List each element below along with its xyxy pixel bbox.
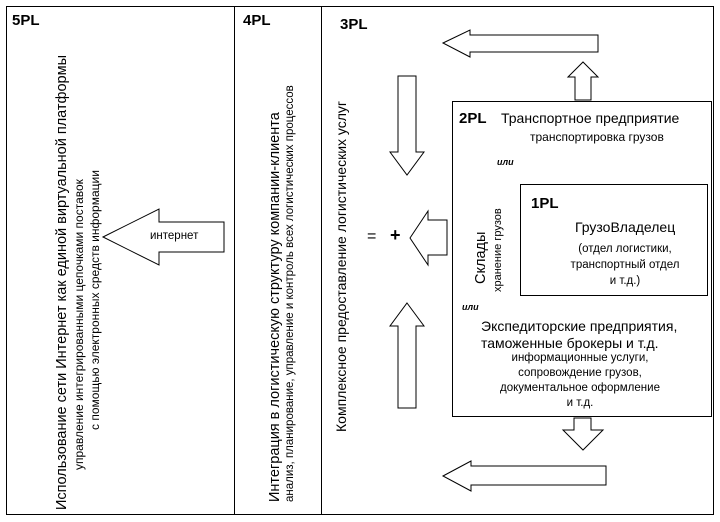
1pl-details: (отдел логистики, транспортный отдел и т… [560, 241, 690, 289]
equals-sign: = [367, 228, 377, 245]
service-line-3: документальное оформление [500, 382, 660, 394]
label-2pl: 2PL [459, 110, 487, 127]
down-arrow-icon [389, 75, 425, 176]
label-1pl: 1PL [531, 195, 559, 212]
label-4pl: 4PL [243, 12, 271, 29]
2pl-title: Транспортное предприятие [501, 110, 680, 126]
service-line-2: сопровождение грузов, [518, 367, 642, 379]
internet-arrow-left-icon [101, 208, 225, 266]
box-2pl [452, 101, 712, 417]
warehouse-sub-text: хранение грузов [492, 208, 504, 292]
up-arrow-icon [389, 302, 425, 409]
or-label-1: или [497, 157, 514, 167]
left-arrow-to-plus-icon [409, 209, 448, 267]
1pl-detail-line-2: транспортный отдел [570, 259, 680, 271]
box-1pl [520, 184, 708, 296]
service-line-4: и т.д. [566, 397, 594, 409]
label-5pl: 5PL [12, 12, 40, 29]
services-list: информационные услуги, сопровождение гру… [490, 351, 670, 411]
plus-sign: + [390, 225, 401, 245]
up-arrow-top-icon [566, 61, 600, 101]
forwarders-line-1: Экспедиторские предприятия, [481, 318, 678, 334]
internet-label: интернет [150, 230, 199, 242]
down-arrow-bottom-icon [561, 417, 605, 451]
warehouse-text: Склады [473, 231, 489, 284]
forwarders-line-2: таможенные брокеры и т.д. [481, 335, 659, 351]
1pl-detail-line-1: (отдел логистики, [578, 243, 672, 255]
top-arrow-left-icon [441, 29, 599, 58]
label-3pl: 3PL [340, 16, 368, 33]
or-label-2: или [462, 302, 479, 312]
bottom-arrow-left-icon [441, 460, 607, 492]
column-5pl [6, 6, 235, 515]
2pl-subtitle: транспортировка грузов [530, 130, 664, 144]
service-line-1: информационные услуги, [511, 352, 649, 364]
column-4pl [234, 6, 322, 515]
1pl-title: ГрузоВладелец [575, 219, 676, 235]
1pl-detail-line-3: и т.д.) [609, 275, 641, 287]
